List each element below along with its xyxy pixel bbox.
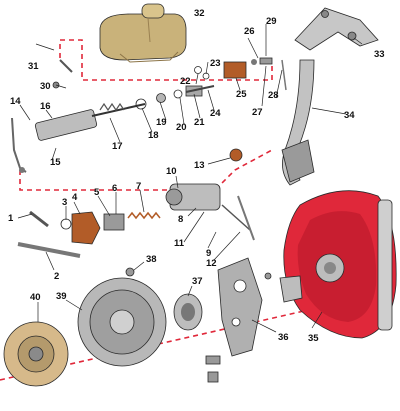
callout-18: 18 bbox=[148, 130, 159, 141]
callout-4: 4 bbox=[72, 192, 78, 203]
fluid-reservoir bbox=[99, 3, 187, 63]
master-cylinder bbox=[11, 59, 146, 173]
callout-11: 11 bbox=[174, 238, 185, 249]
bell-housing bbox=[283, 190, 397, 339]
callout-22: 22 bbox=[180, 76, 191, 87]
pedal-spring-assembly bbox=[223, 57, 287, 91]
callout-24: 24 bbox=[210, 108, 221, 119]
callout-26: 26 bbox=[244, 26, 255, 37]
callout-39: 39 bbox=[56, 291, 67, 302]
callout-6: 6 bbox=[112, 183, 117, 194]
callout-5: 5 bbox=[94, 187, 100, 198]
callout-33: 33 bbox=[374, 49, 385, 60]
callout-7: 7 bbox=[136, 181, 141, 192]
callout-16: 16 bbox=[40, 101, 51, 112]
slave-cylinder-parts bbox=[17, 148, 255, 258]
callout-21: 21 bbox=[194, 117, 205, 128]
callout-14: 14 bbox=[10, 96, 21, 107]
release-fork-bracket bbox=[217, 257, 303, 357]
callout-12: 12 bbox=[206, 258, 217, 269]
callout-23: 23 bbox=[210, 58, 221, 69]
callout-34: 34 bbox=[344, 110, 355, 121]
leader-lines bbox=[17, 24, 363, 333]
callout-10: 10 bbox=[166, 166, 177, 177]
pressure-plate bbox=[77, 277, 167, 367]
small-hardware bbox=[205, 272, 272, 383]
callout-9: 9 bbox=[206, 248, 211, 259]
callout-32: 32 bbox=[194, 8, 205, 19]
callout-25: 25 bbox=[236, 89, 247, 100]
release-bearing bbox=[125, 267, 203, 331]
callout-31: 31 bbox=[28, 61, 39, 72]
callout-numbers: 1 2 3 4 5 6 7 8 9 10 11 12 13 14 15 16 1… bbox=[8, 8, 385, 344]
callout-37: 37 bbox=[192, 276, 203, 287]
callout-40: 40 bbox=[30, 292, 41, 303]
clutch-disc bbox=[3, 321, 69, 387]
callout-20: 20 bbox=[176, 122, 187, 133]
callout-8: 8 bbox=[178, 214, 183, 225]
callout-17: 17 bbox=[112, 141, 123, 152]
callout-15: 15 bbox=[50, 157, 61, 168]
callout-3: 3 bbox=[62, 197, 67, 208]
callout-19: 19 bbox=[156, 117, 167, 128]
callout-35: 35 bbox=[308, 333, 319, 344]
callout-1: 1 bbox=[8, 213, 14, 224]
callout-30: 30 bbox=[40, 81, 51, 92]
callout-36: 36 bbox=[278, 332, 289, 343]
callout-38: 38 bbox=[146, 254, 157, 265]
callout-27: 27 bbox=[252, 107, 263, 118]
callout-29: 29 bbox=[266, 16, 277, 27]
callout-13: 13 bbox=[194, 160, 205, 171]
pushrod-parts bbox=[99, 66, 215, 112]
callout-2: 2 bbox=[54, 271, 59, 282]
clutch-pedal bbox=[281, 7, 379, 186]
callout-28: 28 bbox=[268, 90, 279, 101]
